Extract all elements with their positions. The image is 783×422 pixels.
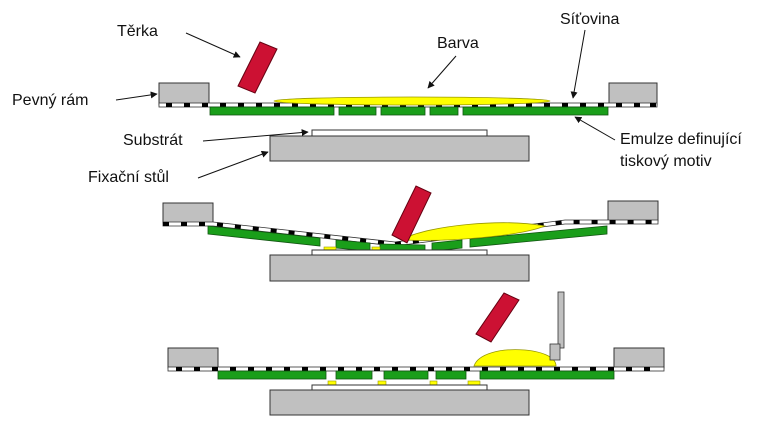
label-squeegee: Těrka <box>117 23 158 40</box>
flood-bar-blade <box>549 343 561 361</box>
ink <box>473 349 557 367</box>
mesh-dots <box>176 367 650 371</box>
arrow-emulsion <box>574 116 616 141</box>
label-emulsion-line1: Emulze definující <box>620 131 742 148</box>
squeegee <box>475 292 520 343</box>
frame-left <box>158 82 210 106</box>
arrow-frame <box>115 91 158 101</box>
frame-right <box>607 200 659 222</box>
stage-3-after <box>167 291 665 416</box>
frame-left <box>167 347 219 369</box>
fixation-table <box>269 389 530 416</box>
stage-1-initial <box>158 41 658 162</box>
label-emulsion-line2: tiskový motiv <box>620 153 712 170</box>
arrow-substrate <box>202 129 309 142</box>
callouts <box>115 29 616 179</box>
label-mesh: Síťovina <box>560 11 619 28</box>
squeegee <box>391 185 432 244</box>
squeegee <box>237 41 278 94</box>
arrow-squeegee <box>185 32 241 58</box>
flood-bar <box>557 291 565 349</box>
arrow-table <box>197 150 269 179</box>
emulsion <box>209 106 609 116</box>
emulsion <box>217 370 615 380</box>
fixation-table <box>269 135 530 162</box>
label-frame: Pevný rám <box>12 92 88 109</box>
label-ink: Barva <box>437 35 479 52</box>
frame-left <box>162 202 214 224</box>
ink <box>273 96 551 106</box>
label-table: Fixační stůl <box>88 168 169 186</box>
ink <box>404 222 547 241</box>
label-substrate: Substrát <box>123 132 183 149</box>
frame-right <box>608 82 658 106</box>
emulsion <box>207 225 608 253</box>
stage-2-printing <box>162 185 659 282</box>
arrow-ink <box>427 55 457 89</box>
arrow-mesh <box>570 29 586 99</box>
fixation-table <box>269 254 530 282</box>
frame-right <box>613 347 665 369</box>
